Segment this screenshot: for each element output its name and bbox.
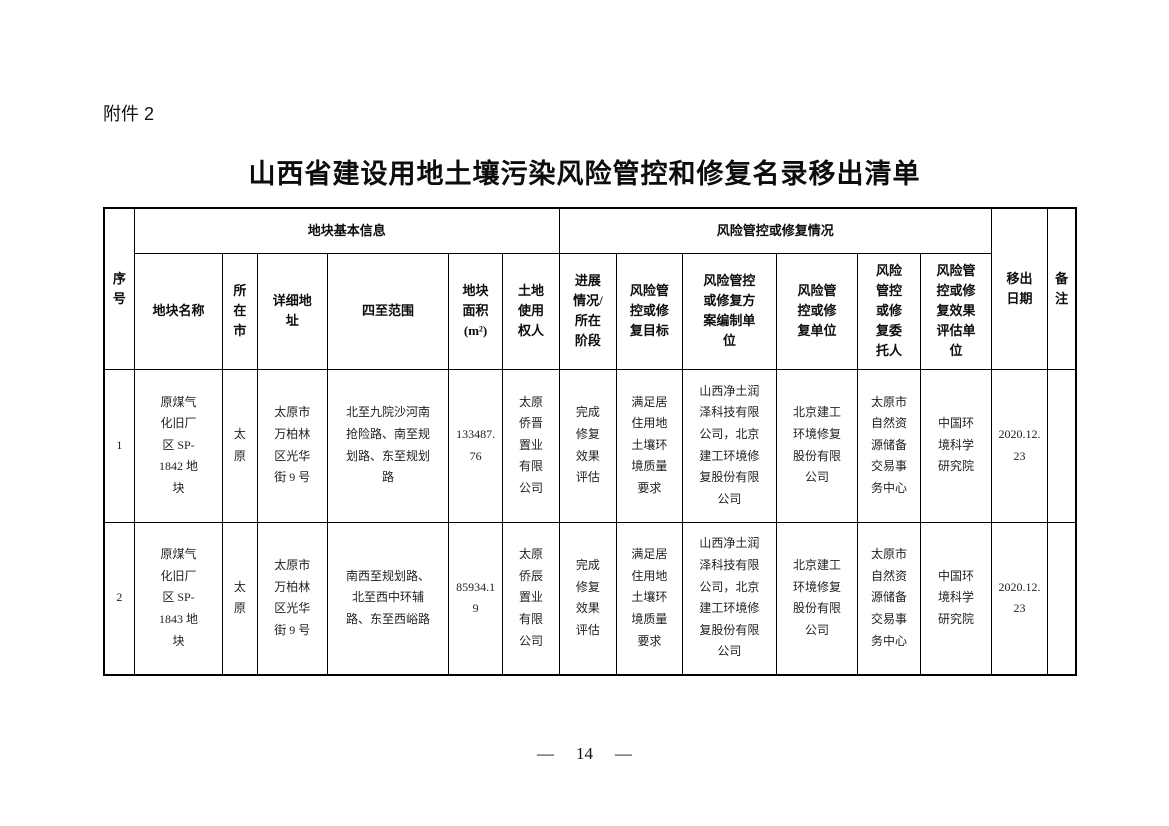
col-header-remark: 备注 (1047, 207, 1077, 370)
cell-progress: 完成修复效果评估 (558, 521, 618, 676)
cell-repair-unit: 北京建工环境修复股份有限公司 (776, 521, 858, 676)
col-header-name: 地块名称 (133, 252, 224, 370)
col-header-removal-date: 移出日期 (990, 207, 1049, 370)
cell-index: 2 (103, 521, 135, 676)
cell-index: 1 (103, 368, 135, 523)
col-header-owner: 土地使用权人 (502, 252, 560, 370)
cell-assess-unit: 中国环境科学研究院 (920, 521, 992, 676)
col-header-plan-unit: 风险管控或修复方案编制单位 (681, 252, 778, 370)
table-row: 2 原煤气化旧厂区 SP-1843 地块 太原 太原市万柏林区光华街 9 号 南… (103, 521, 1077, 676)
table-row: 1 原煤气化旧厂区 SP-1842 地块 太原 太原市万柏林区光华街 9 号 北… (103, 368, 1077, 523)
cell-city: 太原 (222, 521, 258, 676)
cell-removal-date: 2020.12.23 (990, 521, 1049, 676)
cell-city: 太原 (222, 368, 258, 523)
cell-repair-unit: 北京建工环境修复股份有限公司 (776, 368, 858, 523)
cell-assess-unit: 中国环境科学研究院 (920, 368, 992, 523)
cell-area: 85934.19 (447, 521, 504, 676)
footer-left-dash: — (537, 744, 554, 763)
cell-address: 太原市万柏林区光华街 9 号 (256, 368, 329, 523)
page-footer: — 14 — (0, 744, 1169, 764)
table-header: 序号 地块基本信息 风险管控或修复情况 移出日期 备注 地块名称 所在市 详细地… (103, 207, 1077, 370)
col-header-index: 序号 (103, 207, 135, 370)
col-group-basic-info: 地块基本信息 (133, 207, 560, 254)
cell-name: 原煤气化旧厂区 SP-1843 地块 (133, 521, 224, 676)
col-header-assess-unit: 风险管控或修复效果评估单位 (920, 252, 992, 370)
cell-boundaries: 北至九院沙河南抢险路、南至规划路、东至规划路 (327, 368, 449, 523)
cell-owner: 太原侨辰置业有限公司 (502, 521, 560, 676)
cell-client: 太原市自然资源储备交易事务中心 (856, 368, 922, 523)
col-header-city: 所在市 (222, 252, 258, 370)
cell-plan-unit: 山西净土润泽科技有限公司，北京建工环境修复股份有限公司 (681, 521, 778, 676)
cell-area: 133487.76 (447, 368, 504, 523)
col-header-address: 详细地址 (256, 252, 329, 370)
attachment-label: 附件 2 (103, 104, 155, 124)
header-subhead-row: 地块名称 所在市 详细地址 四至范围 地块面积(m²) 土地使用权人 进展情况/… (104, 252, 1076, 370)
col-header-boundaries: 四至范围 (327, 252, 449, 370)
header-group-row: 序号 地块基本信息 风险管控或修复情况 移出日期 备注 (103, 207, 1077, 370)
page-title: 山西省建设用地土壤污染风险管控和修复名录移出清单 (248, 159, 921, 189)
cell-plan-unit: 山西净土润泽科技有限公司，北京建工环境修复股份有限公司 (681, 368, 778, 523)
col-header-target: 风险管控或修复目标 (616, 252, 683, 370)
col-group-risk-info: 风险管控或修复情况 (558, 207, 992, 254)
cell-remark (1047, 521, 1077, 676)
cell-progress: 完成修复效果评估 (558, 368, 618, 523)
cell-target: 满足居住用地土壤环境质量要求 (616, 521, 683, 676)
cell-address: 太原市万柏林区光华街 9 号 (256, 521, 329, 676)
col-header-repair-unit: 风险管控或修复单位 (776, 252, 858, 370)
cell-name: 原煤气化旧厂区 SP-1842 地块 (133, 368, 224, 523)
cell-remark (1047, 368, 1077, 523)
col-header-area: 地块面积(m²) (447, 252, 504, 370)
cell-boundaries: 南西至规划路、北至西中环辅路、东至西峪路 (327, 521, 449, 676)
col-header-client: 风险管控或修复委托人 (856, 252, 922, 370)
cell-removal-date: 2020.12.23 (990, 368, 1049, 523)
col-header-progress: 进展情况/所在阶段 (558, 252, 618, 370)
table-body: 1 原煤气化旧厂区 SP-1842 地块 太原 太原市万柏林区光华街 9 号 北… (103, 368, 1077, 676)
cell-owner: 太原侨晋置业有限公司 (502, 368, 560, 523)
removal-list-table: 序号 地块基本信息 风险管控或修复情况 移出日期 备注 地块名称 所在市 详细地… (103, 207, 1077, 676)
footer-right-dash: — (615, 744, 632, 763)
cell-target: 满足居住用地土壤环境质量要求 (616, 368, 683, 523)
page-number: 14 (576, 744, 593, 763)
cell-client: 太原市自然资源储备交易事务中心 (856, 521, 922, 676)
